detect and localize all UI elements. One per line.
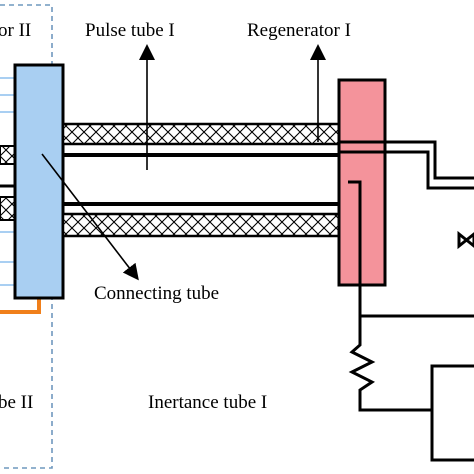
regenerator-label: Regenerator I (247, 20, 351, 41)
blue-block (13, 63, 65, 300)
connecting-tube-arrow (41, 153, 139, 281)
inertance-tube-label: Inertance tube I (148, 392, 267, 413)
right-pipe-mid (348, 180, 474, 318)
right-pipe-upper (339, 140, 474, 180)
pulse-tube-label: Pulse tube I (85, 20, 175, 41)
top-left-label: or II (0, 20, 31, 41)
pulse-tube-upper-hatch (61, 122, 341, 146)
right-pipe-upper-2 (339, 150, 474, 190)
pink-block (337, 78, 387, 287)
reservoir-box (430, 364, 474, 462)
connecting-tube-label: Connecting tube (94, 283, 219, 304)
inertance-zigzag (348, 316, 432, 412)
left-tick-lines (0, 77, 14, 286)
lower-tube-hatch (61, 212, 341, 238)
bottom-left-label: be II (0, 392, 33, 413)
valve-symbol (457, 230, 474, 250)
